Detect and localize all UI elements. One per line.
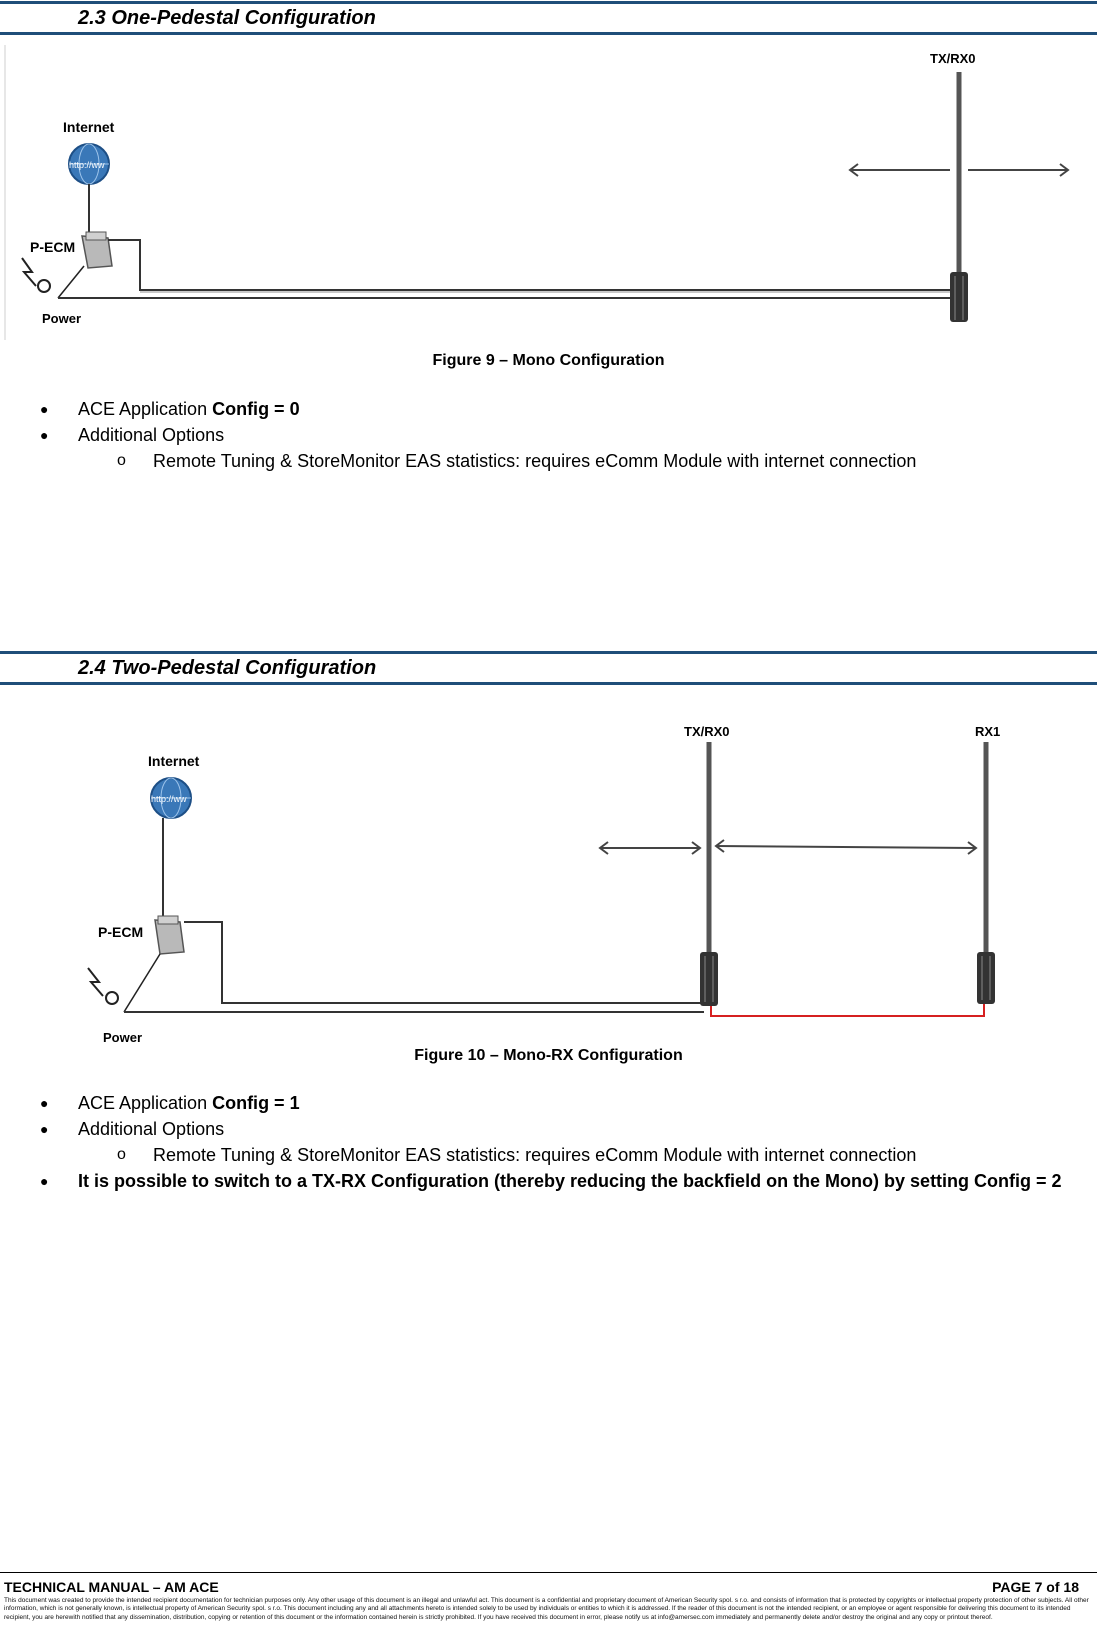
section-1-bullets: ● ACE Application Config = 0 ● Additiona… [0, 396, 1097, 474]
internet-globe-icon: http://ww [150, 777, 192, 819]
globe-url-label: http://ww [69, 160, 105, 170]
pecm-device-icon [154, 915, 185, 955]
config-note-text: It is possible to switch to a TX-RX Conf… [78, 1171, 1062, 1191]
footer-page-number: PAGE 7 of 18 [992, 1579, 1079, 1595]
power-plug-icon [21, 257, 51, 293]
mono-configuration-figure: Internet http://ww P-ECM Power TX/RX0 [4, 45, 1070, 340]
rx1-pedestal [977, 742, 995, 1004]
page-footer: TECHNICAL MANUAL – AM ACE PAGE 7 of 18 T… [0, 1572, 1097, 1636]
figure-9-caption: Figure 9 – Mono Configuration [432, 352, 665, 369]
field-arrow-outer [598, 841, 702, 855]
internet-label: Internet [148, 753, 200, 769]
pecm-label: P-ECM [98, 924, 143, 940]
list-item: ● It is possible to switch to a TX-RX Co… [0, 1168, 1097, 1194]
bullet-dot-icon: ● [40, 1173, 49, 1189]
bullet-text: ACE Application [78, 399, 213, 419]
bullet-circle-icon: o [117, 452, 126, 469]
field-arrow-right [968, 163, 1070, 177]
pecm-label: P-ECM [30, 239, 75, 255]
internet-label: Internet [63, 119, 115, 135]
list-item: ● ACE Application Config = 1 [0, 1090, 1097, 1116]
bullet-dot-icon: ● [40, 1095, 49, 1111]
mono-rx-configuration-figure: Internet http://ww P-ECM Power TX/RX0 RX… [87, 724, 1000, 1045]
sub-bullet-text: Remote Tuning & StoreMonitor EAS statist… [153, 451, 917, 471]
section-heading-two-pedestal: 2.4 Two-Pedestal Configuration [0, 651, 1097, 685]
field-arrow-between-pedestals [714, 839, 978, 855]
txrx0-pedestal [950, 72, 968, 322]
bullet-text: Additional Options [78, 425, 225, 445]
bullet-dot-icon: ● [40, 401, 49, 417]
internet-globe-icon: http://ww [68, 143, 110, 185]
sub-bullet-text: Remote Tuning & StoreMonitor EAS statist… [153, 1145, 917, 1165]
globe-url-label: http://ww [151, 794, 187, 804]
bullet-text: ACE Application [78, 1093, 213, 1113]
txrx0-label: TX/RX0 [930, 51, 976, 66]
bullet-dot-icon: ● [40, 427, 49, 443]
list-item: o Remote Tuning & StoreMonitor EAS stati… [0, 448, 1097, 474]
rx1-label: RX1 [975, 724, 1000, 739]
bullet-text: Additional Options [78, 1119, 225, 1139]
txrx0-pedestal [700, 742, 718, 1006]
list-item: o Remote Tuning & StoreMonitor EAS stati… [0, 1142, 1097, 1168]
pecm-device-icon [81, 231, 113, 269]
list-item: ● ACE Application Config = 0 [0, 396, 1097, 422]
figure-10-caption: Figure 10 – Mono-RX Configuration [414, 1047, 683, 1064]
section-title: 2.3 One-Pedestal Configuration [78, 7, 376, 29]
power-plug-icon [87, 967, 119, 1005]
power-label: Power [42, 311, 81, 326]
section-2-bullets: ● ACE Application Config = 1 ● Additiona… [0, 1090, 1097, 1194]
footer-legal-notice: This document was created to provide the… [4, 1597, 1089, 1621]
bullet-dot-icon: ● [40, 1121, 49, 1137]
list-item: ● Additional Options [0, 422, 1097, 448]
section-title: 2.4 Two-Pedestal Configuration [78, 657, 377, 679]
txrx0-label: TX/RX0 [684, 724, 730, 739]
footer-manual-title: TECHNICAL MANUAL – AM ACE [4, 1579, 219, 1595]
bullet-config-value: Config = 0 [212, 399, 300, 419]
bullet-circle-icon: o [117, 1146, 126, 1163]
list-item: ● Additional Options [0, 1116, 1097, 1142]
power-label: Power [103, 1030, 142, 1045]
section-heading-one-pedestal: 2.3 One-Pedestal Configuration [0, 1, 1097, 35]
bullet-config-value: Config = 1 [212, 1093, 300, 1113]
field-arrow-left [848, 163, 950, 177]
